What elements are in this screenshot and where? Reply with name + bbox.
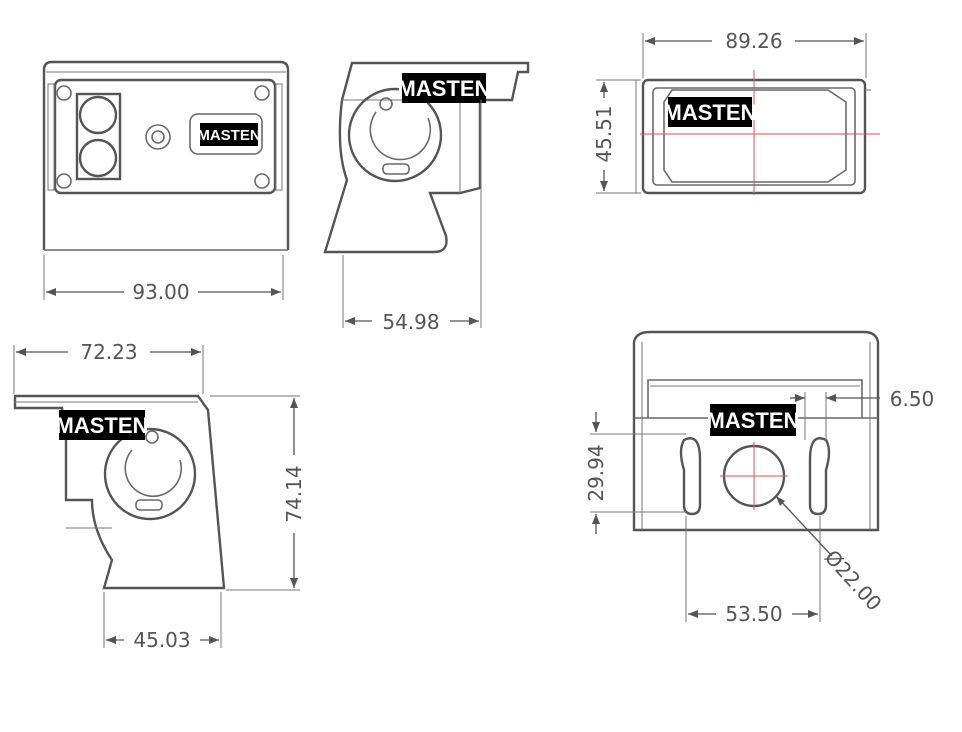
front-view-screw-br	[254, 173, 270, 189]
rear-view-slot-spacing-label: 53.50	[725, 602, 782, 626]
rear-view-logo: MASTEN	[707, 408, 800, 433]
side-view-bottom-base-label: 45.03	[133, 628, 190, 652]
side-view-top-logo: MASTEN	[398, 76, 491, 101]
front-view-screw-tr	[254, 85, 270, 101]
front-view-housing	[42, 60, 290, 250]
rear-view: MASTEN 29.94 6.50 53.50 Ø22.00	[584, 330, 935, 626]
side-view-top-pivot-outer	[347, 87, 443, 183]
side-view-top-pivot-slot	[369, 111, 432, 161]
top-view-logo-box	[668, 97, 752, 127]
side-view-bottom-body	[13, 394, 226, 590]
front-view-faceplate	[53, 78, 277, 195]
side-view-top-depth-label: 54.98	[382, 310, 439, 334]
side-view-bottom-logo-box	[59, 410, 145, 440]
rear-view-slot-height-label: 29.94	[584, 444, 608, 501]
top-view-arrow-right	[854, 37, 864, 45]
top-view-height-label: 45.51	[592, 105, 616, 162]
side-view-top-screw-top	[379, 97, 393, 111]
front-view-screw-bl	[56, 173, 72, 189]
front-view-logo: MASTEN	[197, 127, 260, 144]
side-view-bottom-arrow-bottom	[290, 578, 298, 588]
rear-view-arrow-slot-top	[592, 422, 600, 432]
side-view-top-logo-box	[402, 73, 486, 103]
side-view-top-screw-bottom	[382, 163, 410, 175]
front-view-width-label: 93.00	[132, 280, 189, 304]
front-view-arrow-left	[46, 288, 56, 296]
rear-view-arrow-spacing-left	[688, 610, 698, 618]
rear-view-arrow-spacing-right	[808, 610, 818, 618]
side-view-bottom-arrow-left	[16, 348, 26, 356]
rear-view-hole-diameter-label: Ø22.00	[820, 545, 887, 615]
front-view: MASTEN 93.00	[42, 60, 290, 304]
side-view-top-arrow-left	[345, 317, 355, 325]
rear-view-arrow-edge-right	[826, 394, 836, 402]
front-view-led-panel	[75, 92, 122, 181]
rear-view-arrow-slot-bottom	[592, 514, 600, 524]
side-view-bottom-pivot-slot	[124, 449, 183, 498]
side-view-top-arrow-right	[469, 317, 479, 325]
top-view-arrow-left	[645, 37, 655, 45]
front-view-ir-led-bottom	[78, 138, 118, 178]
side-view-bottom-height-label: 74.14	[282, 465, 306, 522]
front-view-lens-outer	[145, 124, 171, 150]
side-view-bottom-screw-bottom	[135, 499, 163, 511]
side-view-bottom-logo: MASTEN	[56, 413, 149, 438]
rear-view-logo-box	[710, 404, 796, 436]
front-view-left-rail	[47, 83, 55, 191]
top-view-arrow-bottom	[600, 181, 608, 191]
top-view: MASTEN 89.26 45.51	[592, 29, 880, 195]
rear-view-slot-left	[679, 437, 702, 516]
side-view-bottom-pivot-outer	[103, 427, 197, 521]
rear-view-outline	[632, 330, 880, 532]
side-view-top-body	[323, 61, 530, 254]
side-view-bottom-arrow-base-left	[106, 636, 116, 644]
rear-view-slot-right	[808, 437, 831, 516]
front-view-logo-box	[200, 123, 258, 146]
side-view-bottom-screw-top	[145, 430, 159, 444]
top-view-window	[663, 89, 847, 183]
side-view-bottom-width-label: 72.23	[80, 340, 137, 364]
rear-view-recess	[647, 379, 863, 418]
front-view-right-rail	[275, 83, 283, 191]
side-view-bottom-arrow-right	[191, 348, 201, 356]
top-view-arrow-top	[600, 82, 608, 92]
front-view-arrow-right	[271, 288, 281, 296]
rear-view-arrow-edge-left	[795, 394, 805, 402]
front-view-lens-inner	[151, 130, 165, 144]
front-view-logo-plate	[189, 113, 263, 155]
rear-view-diameter-leader	[775, 495, 833, 557]
side-view-bottom-arrow-base-right	[209, 636, 219, 644]
front-view-screw-tl	[56, 85, 72, 101]
side-view-top: MASTEN 54.98	[323, 61, 530, 334]
top-view-width-label: 89.26	[725, 29, 782, 53]
rear-view-edge-label: 6.50	[890, 387, 935, 411]
front-view-ir-led-top	[78, 95, 118, 135]
side-view-bottom: MASTEN 72.23 74.14 45.03	[13, 340, 306, 652]
top-view-logo: MASTEN	[664, 100, 757, 125]
side-view-bottom-arrow-top	[290, 398, 298, 408]
rear-view-diameter-arrow	[776, 496, 785, 506]
